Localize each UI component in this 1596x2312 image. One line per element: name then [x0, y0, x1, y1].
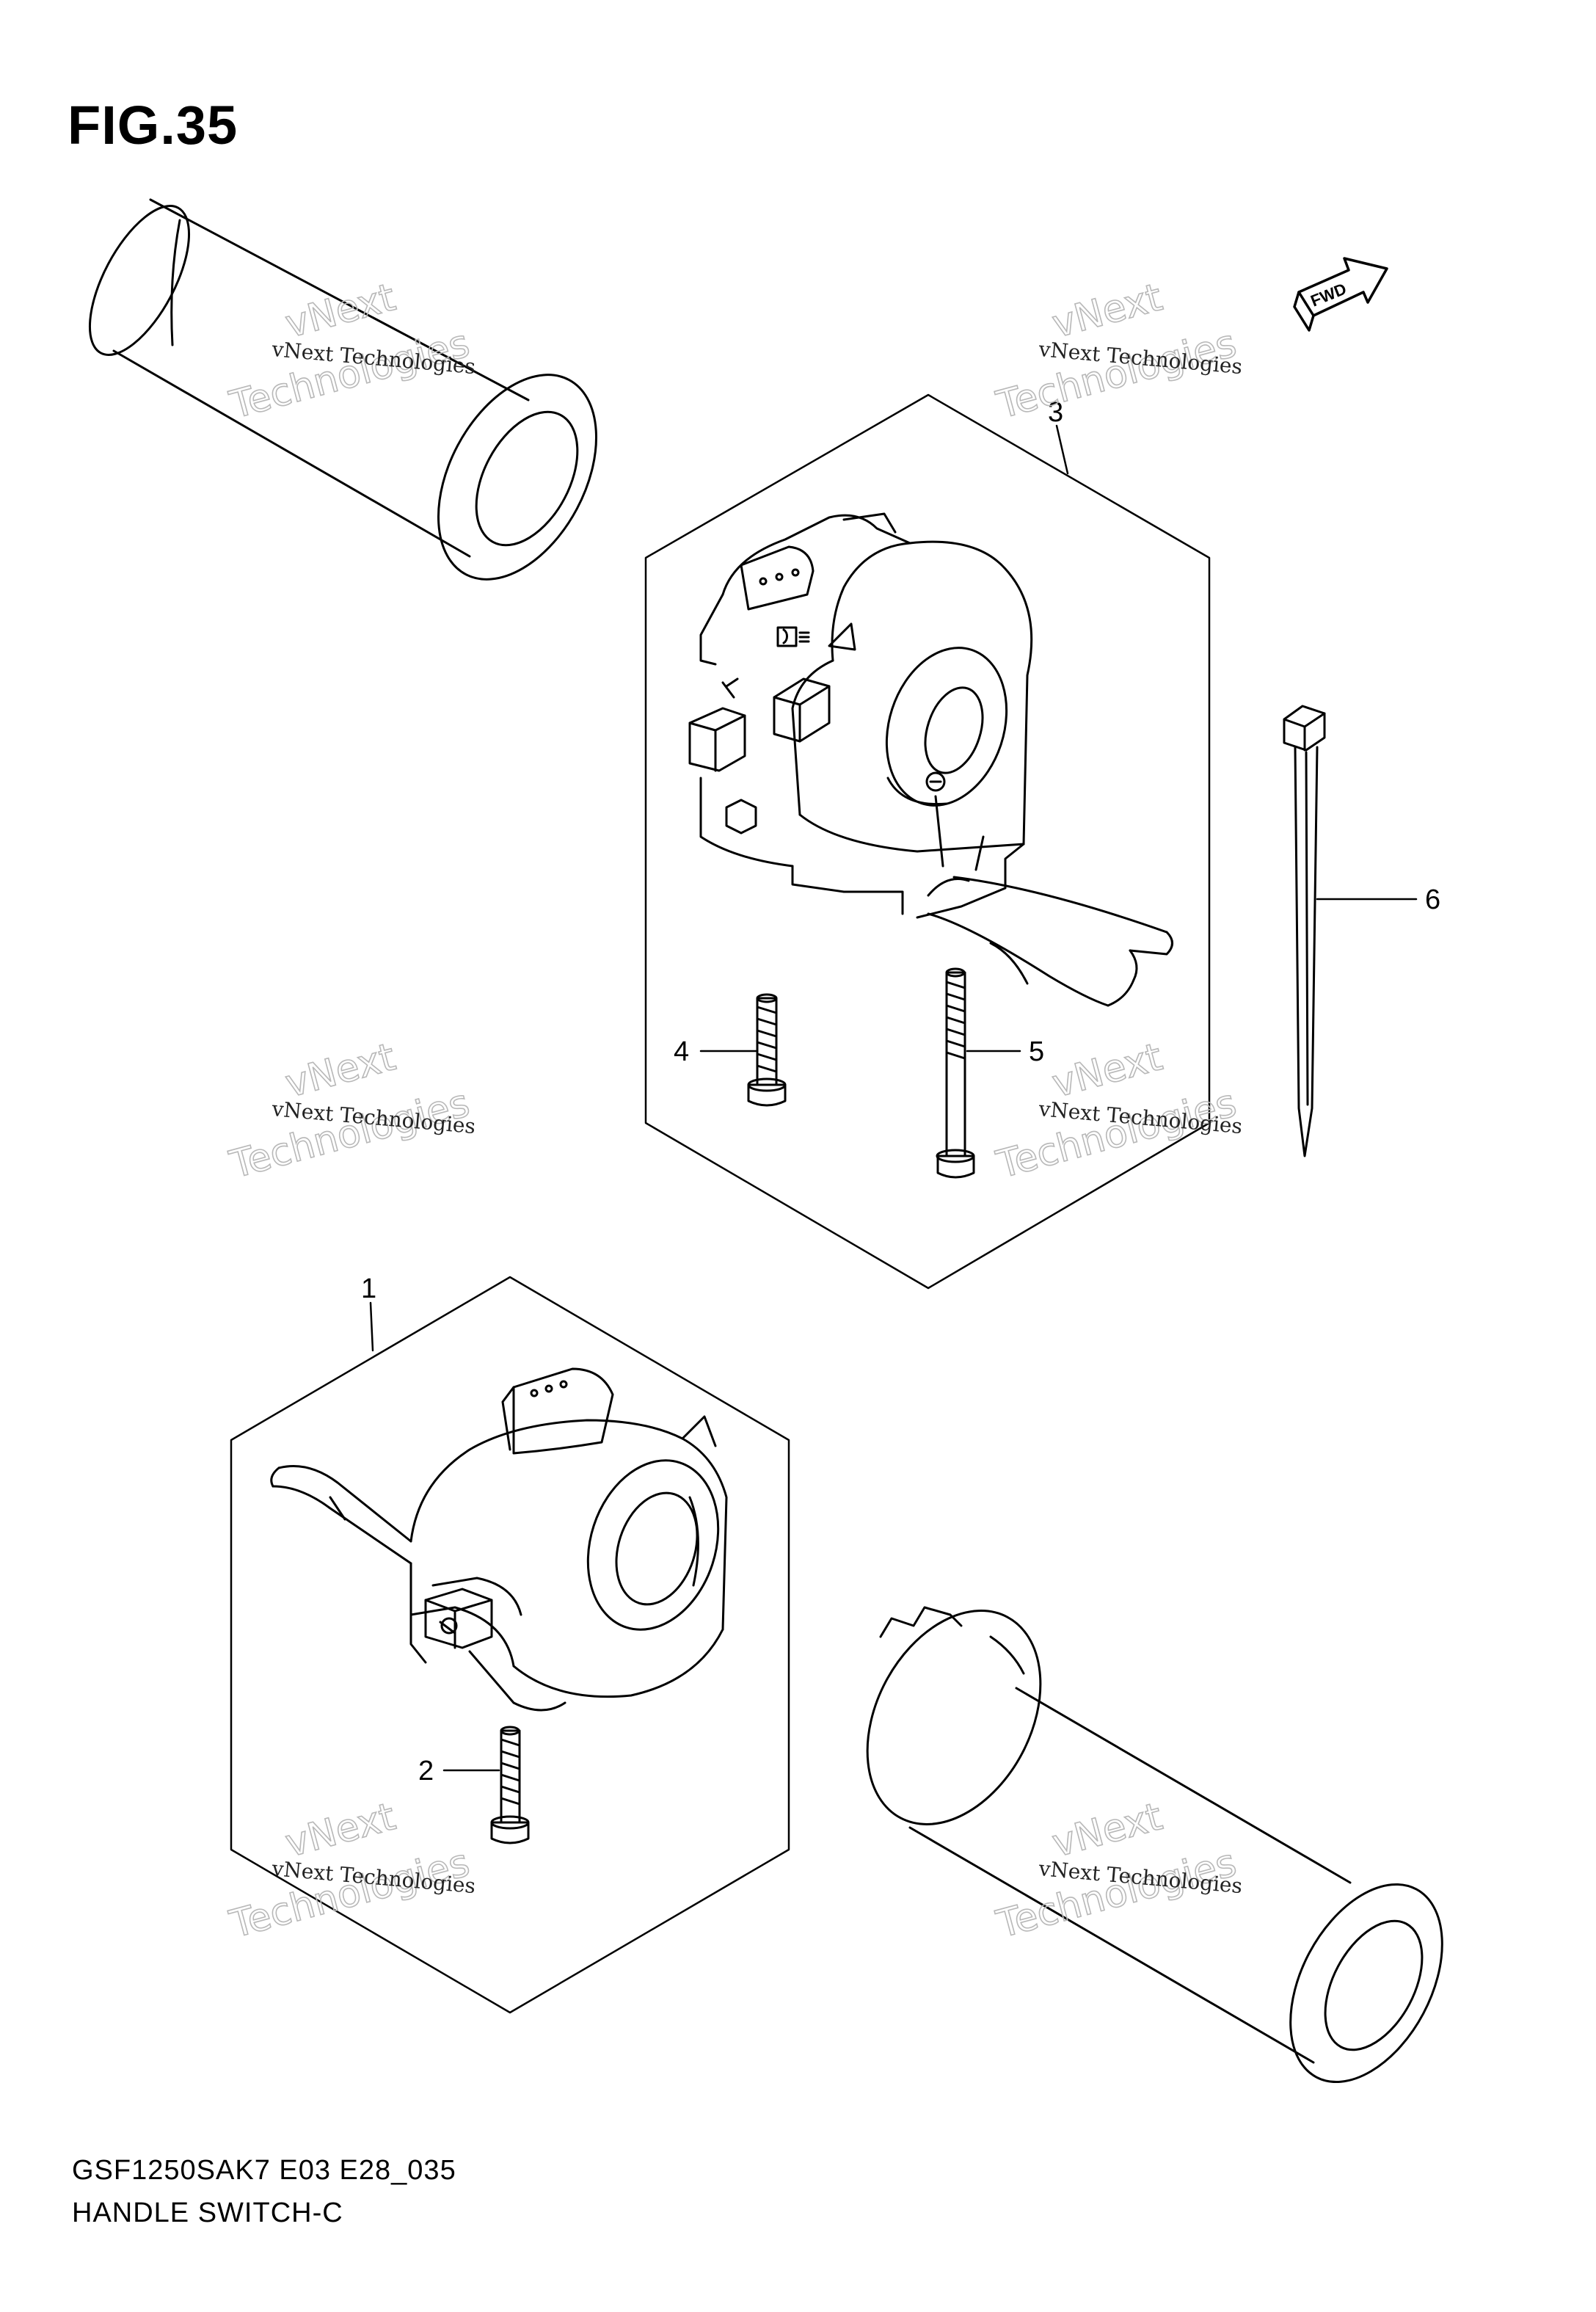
watermark-bottom-right: vNext Technologies vNext Technologies [991, 1794, 1243, 1947]
left-handle-switch [270, 1367, 728, 1712]
kit-outline-3 [644, 393, 1211, 1290]
callout-3: 3 [1048, 397, 1063, 428]
watermark-top-right: vNext Technologies vNext Technologies [991, 275, 1243, 428]
watermark-bottom-left: vNext Technologies vNext Technologies [225, 1794, 476, 1947]
fwd-arrow-icon [1293, 257, 1388, 332]
svg-text:vNext: vNext [281, 1035, 400, 1106]
right-handle-switch [688, 512, 1173, 1007]
screw-5 [936, 967, 975, 1179]
callout-5: 5 [1029, 1036, 1044, 1067]
grip-left-top [88, 198, 598, 581]
leader-lines [369, 424, 1418, 1772]
callout-2: 2 [418, 1756, 434, 1786]
svg-text:vNext: vNext [281, 275, 400, 346]
svg-text:vNext: vNext [1048, 275, 1167, 346]
watermark-mid-left: vNext Technologies vNext Technologies [225, 1034, 476, 1188]
model-code: GSF1250SAK7 E03 E28_035 [72, 2155, 456, 2186]
grip-right-bottom [866, 1606, 1443, 2084]
figure-title: FIG.35 [68, 95, 238, 156]
watermark-top-left: vNext Technologies vNext Technologies [225, 275, 476, 428]
callout-4: 4 [674, 1036, 689, 1067]
screw-4 [747, 993, 787, 1107]
cable-tie-6 [1283, 705, 1326, 1157]
callout-6: 6 [1425, 884, 1440, 915]
figure-caption: HANDLE SWITCH-C [72, 2198, 343, 2228]
svg-text:vNext: vNext [1048, 1795, 1167, 1866]
kit-outline-1 [230, 1276, 790, 2014]
callout-1: 1 [361, 1273, 376, 1304]
svg-text:vNext: vNext [281, 1795, 400, 1866]
screw-2 [490, 1726, 530, 1844]
svg-text:vNext: vNext [1048, 1035, 1167, 1106]
